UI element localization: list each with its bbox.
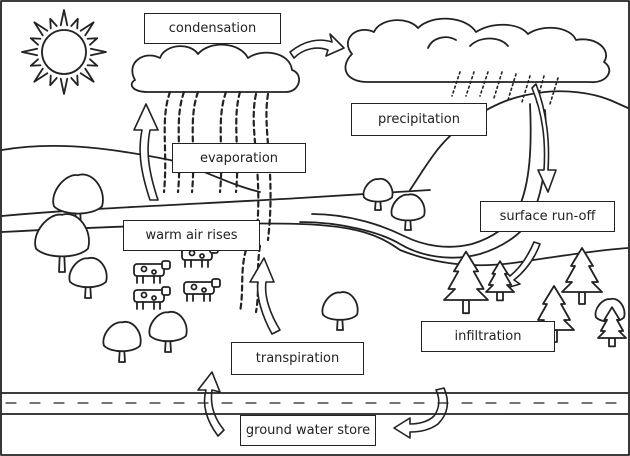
tree bbox=[68, 256, 108, 299]
label-condensation: condensation bbox=[144, 13, 281, 44]
tree bbox=[390, 193, 426, 231]
evaporation-arrow bbox=[133, 103, 159, 201]
label-surface-runoff: surface run-off bbox=[480, 201, 615, 232]
pine-tree bbox=[443, 250, 489, 315]
label-transpiration: transpiration bbox=[231, 342, 364, 375]
cow bbox=[133, 260, 171, 284]
label-warm-air-rises: warm air rises bbox=[123, 220, 260, 251]
pine-tree bbox=[485, 260, 515, 302]
trees-group bbox=[34, 173, 626, 363]
tree bbox=[321, 291, 359, 331]
cows-group bbox=[133, 244, 221, 310]
mountain-outline bbox=[409, 90, 629, 191]
transpiration-arrow bbox=[249, 257, 281, 335]
cow bbox=[183, 278, 221, 302]
cloud-left bbox=[130, 43, 300, 93]
cow bbox=[133, 286, 171, 310]
cloud-right bbox=[344, 17, 611, 83]
label-ground-water-store: ground water store bbox=[240, 415, 376, 446]
pine-tree bbox=[561, 247, 603, 305]
condensation-arrow bbox=[289, 33, 345, 59]
river bbox=[299, 109, 547, 259]
tree bbox=[362, 177, 394, 211]
sun-icon bbox=[21, 9, 107, 95]
tree bbox=[148, 310, 188, 353]
label-precipitation: precipitation bbox=[351, 103, 487, 136]
river-bank bbox=[311, 103, 532, 248]
label-infiltration: infiltration bbox=[421, 321, 555, 352]
pine-tree bbox=[597, 306, 627, 348]
precipitation-arrow bbox=[531, 83, 557, 193]
infiltration-down-arrow bbox=[393, 387, 449, 439]
vapour-lines bbox=[162, 90, 272, 314]
groundwater-return-arrow bbox=[197, 371, 225, 437]
label-evaporation: evaporation bbox=[172, 143, 306, 173]
tree bbox=[102, 320, 142, 363]
back-hill-left bbox=[1, 144, 261, 193]
ground-strip bbox=[1, 392, 629, 415]
tree bbox=[34, 213, 90, 273]
